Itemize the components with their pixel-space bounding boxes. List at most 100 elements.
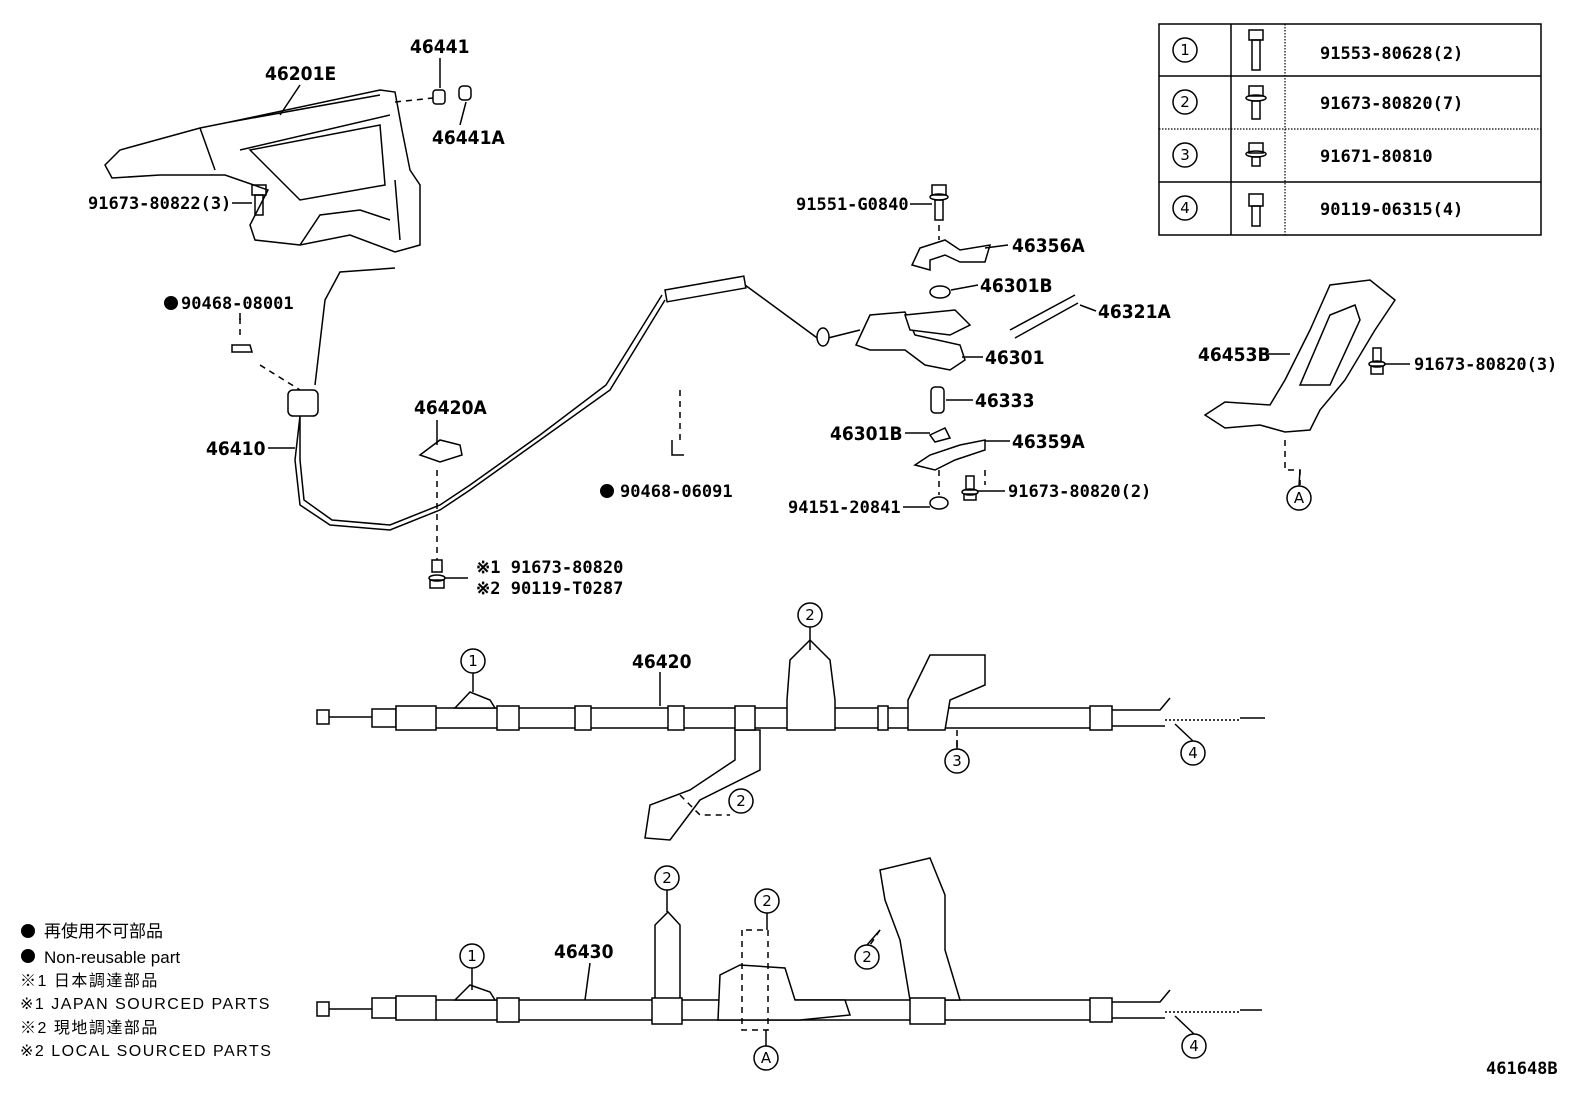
bolt-91551-g0840 (929, 184, 949, 221)
label-46441: 46441 (410, 36, 469, 58)
collar-46333 (930, 386, 945, 414)
flange-bolt-icon (1245, 85, 1267, 120)
label-90468-06091: 90468-06091 (620, 482, 733, 502)
cap-46441 (432, 89, 446, 105)
bracket-46420a (418, 439, 463, 463)
non-reusable-dot-icon (164, 296, 178, 310)
part-number: 90119-06315(4) (1320, 200, 1463, 220)
callout-2: 2 (754, 888, 780, 914)
label-46301: 46301 (985, 347, 1044, 369)
non-reusable-dot-icon (21, 924, 35, 938)
legend: 再使用不可部品 Non-reusable part ※1 日本調達部品 ※1 J… (20, 921, 272, 1060)
cable-end (744, 284, 861, 341)
legend-japan-jp: ※1 日本調達部品 (20, 972, 159, 990)
callout-a: A (1286, 485, 1312, 511)
legend-japan-en: ※1 JAPAN SOURCED PARTS (20, 996, 271, 1013)
label-46201e: 46201E (265, 63, 336, 85)
bushing-46301b-lower (928, 427, 952, 443)
label-46430: 46430 (554, 941, 614, 963)
callout-1: 1 (459, 943, 485, 969)
svg-text:A: A (761, 1049, 772, 1067)
svg-text:1: 1 (467, 947, 477, 965)
table-row: 2 91673-80820(7) (1172, 85, 1463, 120)
retainer-46356a (910, 239, 992, 271)
cable-boot (664, 275, 747, 303)
front-cable-upper (314, 267, 396, 386)
label-46359a: 46359A (1012, 431, 1085, 453)
table-row: 1 91553-80628(2) (1172, 29, 1463, 71)
bolt-91673-80820 (428, 559, 446, 589)
diagram-id: 461648B (1486, 1059, 1558, 1079)
label-46410: 46410 (206, 438, 266, 460)
ref-number: 3 (1180, 146, 1190, 164)
svg-text:2: 2 (805, 606, 815, 624)
table-row: 4 90119-06315(4) (1172, 193, 1463, 227)
parking-brake-lever (104, 89, 421, 253)
leader-lines (232, 58, 1410, 1046)
label-91673-80822: 91673-80822(3) (88, 194, 231, 214)
legend-local-en: ※2 LOCAL SOURCED PARTS (20, 1043, 272, 1060)
rear-cable-rh (316, 638, 1265, 841)
label-90468-08001: 90468-08001 (181, 294, 294, 314)
callout-2: 2 (654, 865, 680, 891)
svg-text:4: 4 (1188, 744, 1198, 762)
callout-2: 2 (854, 944, 880, 970)
bolt-91673-80822 (251, 184, 267, 216)
svg-text:3: 3 (952, 752, 962, 770)
non-reusable-dot-icon (600, 484, 614, 498)
label-46321a: 46321A (1098, 301, 1171, 323)
label-46441a: 46441A (432, 127, 505, 149)
legend-local-jp: ※2 現地調達部品 (20, 1019, 159, 1037)
label-46301b-lower: 46301B (830, 423, 903, 445)
bushing-46301b-upper (929, 285, 951, 299)
callout-4: 4 (1181, 1033, 1207, 1059)
label-94151-20841: 94151-20841 (788, 498, 901, 518)
callout-2: 2 (728, 788, 754, 814)
retainer-46359a (913, 439, 986, 471)
clip-90468-08001 (231, 344, 253, 353)
part-number: 91673-80820(7) (1320, 94, 1463, 114)
label-bolt-note-2: ※2 90119-T0287 (476, 579, 623, 599)
ref-number: 2 (1180, 93, 1190, 111)
callout-3: 3 (944, 748, 970, 774)
label-46301b-upper: 46301B (980, 275, 1053, 297)
part-number: 91671-80810 (1320, 147, 1433, 167)
svg-text:4: 4 (1189, 1037, 1199, 1055)
spring-46321a (1009, 294, 1079, 339)
svg-text:2: 2 (662, 869, 672, 887)
callout-a: A (753, 1045, 779, 1071)
clip-90468-06091 (671, 440, 684, 456)
bolt-91673-80820-3 (1368, 347, 1386, 375)
label-46420: 46420 (632, 651, 692, 673)
front-cable (294, 294, 666, 531)
svg-text:1: 1 (468, 652, 478, 670)
legend-non-reusable-en: Non-reusable part (44, 948, 180, 967)
fastener-table: 1 91553-80628(2) 2 91673-80820(7) 3 9167… (1158, 23, 1542, 236)
ref-number: 1 (1180, 41, 1190, 59)
cable-grommet (287, 389, 319, 417)
callout-1: 1 (460, 648, 486, 674)
label-46333: 46333 (975, 390, 1034, 412)
svg-text:2: 2 (736, 792, 746, 810)
rear-cable-lh (316, 857, 1262, 1031)
non-reusable-dot-icon (21, 949, 35, 963)
label-46453b: 46453B (1198, 344, 1271, 366)
label-91673-80820-2: 91673-80820(2) (1008, 482, 1151, 502)
label-46420a: 46420A (414, 397, 487, 419)
table-row: 3 91671-80810 (1172, 142, 1433, 168)
legend-non-reusable-jp: 再使用不可部品 (44, 921, 163, 941)
nut-94151-20841 (929, 496, 949, 510)
label-bolt-note-1: ※1 91673-80820 (476, 558, 623, 578)
bolt-icon (1248, 193, 1264, 227)
label-91673-80820-3: 91673-80820(3) (1414, 355, 1557, 375)
svg-text:A: A (1294, 489, 1305, 507)
callout-4: 4 (1180, 740, 1206, 766)
label-91551-g0840: 91551-G0840 (796, 195, 909, 215)
ref-number: 4 (1180, 199, 1190, 217)
short-flange-bolt-icon (1245, 142, 1267, 167)
svg-text:2: 2 (862, 948, 872, 966)
bolt-91673-80820-2 (961, 475, 979, 501)
long-flange-bolt-icon (1248, 29, 1264, 71)
callout-2: 2 (797, 602, 823, 628)
